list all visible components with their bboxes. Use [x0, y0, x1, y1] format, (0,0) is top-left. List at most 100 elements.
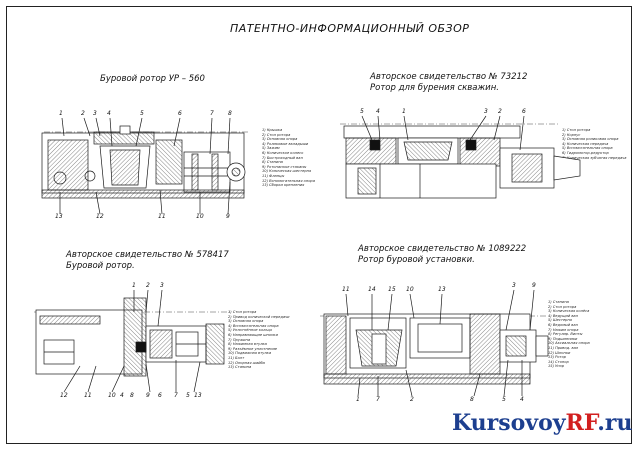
legend-item: 9) Ротопасные стаканы — [262, 164, 307, 169]
caption-line: Авторское свидетельство № 578417 — [66, 250, 229, 260]
callout-number: 12 — [60, 392, 68, 399]
callout-number: 5 — [186, 392, 190, 399]
caption-line: Буровой ротор. — [66, 261, 135, 271]
callout-number: 7 — [210, 110, 214, 117]
legend-item: 7) Нажим опора — [548, 327, 579, 332]
callout-number: 1 — [132, 282, 136, 289]
legend-item: 9) Подшипники — [548, 336, 578, 341]
callout-number: 13 — [194, 392, 202, 399]
callout-number: 8 — [228, 110, 232, 117]
legend-item: 9) Разъёмное уплотнение — [228, 346, 277, 351]
legend-item: 8) Станина — [262, 160, 283, 165]
legend-item: 1) Крышка — [262, 128, 283, 132]
watermark-part: Kursovoy — [452, 410, 566, 436]
callout-number: 1 — [356, 396, 360, 403]
legend-item: 11) Привод. вал — [548, 345, 579, 350]
sheet-frame — [6, 6, 632, 444]
legend-item: 12) Опорная шайба — [228, 360, 265, 365]
view-3-drawing — [34, 289, 230, 393]
legend-item: 5) Шестерня — [548, 318, 572, 323]
callout-number: 5 — [140, 110, 144, 117]
callout-number: 4 — [520, 396, 524, 403]
legend-view-2: 1) Стол ротора 2) Корпус 3) Основная рол… — [562, 128, 627, 160]
legend-item: 15) Упор — [548, 364, 565, 369]
callout-number: 8 — [470, 396, 474, 403]
callout-number: 2 — [498, 108, 502, 115]
callout-number: 7 — [376, 396, 380, 403]
callout-number: 13 — [55, 213, 63, 220]
callout-number: 4 — [107, 110, 111, 117]
callout-number: 11 — [84, 392, 92, 399]
view-2-drawing — [340, 115, 581, 199]
callout-number: 10 — [196, 213, 204, 220]
legend-item: 1) Стол ротора — [562, 128, 591, 132]
legend-item: 3) Основная роликовая опора — [562, 137, 619, 142]
legend-item: 5) Вспомогательная опора — [562, 146, 613, 151]
legend-item: 5) Зажим — [262, 146, 280, 151]
legend-item: 13) Сборки крепления — [262, 183, 305, 188]
legend-item: 2) Стол ротора — [262, 132, 291, 137]
sheet-title: ПАТЕНТНО-ИНФОРМАЦИОННЫЙ ОБЗОР — [230, 22, 470, 35]
callout-number: 6 — [522, 108, 526, 115]
caption-view-3: Авторское свидетельство № 578417 Буровой… — [66, 250, 229, 272]
legend-item: 1) Станина — [548, 300, 569, 304]
legend-item: 1) Стол ротора — [228, 310, 257, 314]
callout-number: 10 — [406, 286, 414, 293]
callout-number: 14 — [368, 286, 376, 293]
legend-item: 12) Вспомогательная опора — [262, 178, 315, 183]
callout-number: 6 — [158, 392, 162, 399]
callout-number: 2 — [410, 396, 414, 403]
caption-line: Ротор буровой установки. — [358, 255, 475, 265]
view-1-drawing — [41, 117, 250, 215]
legend-item: 2) Стол ротора — [548, 304, 577, 309]
callout-number: 9 — [146, 392, 150, 399]
legend-item: 8) Нажимная втулка — [228, 342, 267, 347]
caption-view-2: Авторское свидетельство № 73212 Ротор дл… — [370, 72, 527, 94]
legend-item: 13) Ротор — [548, 355, 567, 360]
callout-number: 11 — [158, 213, 166, 220]
legend-item: 3) Коническая колёса — [548, 309, 590, 314]
watermark-part: RF — [565, 410, 598, 436]
caption-line: Авторское свидетельство № 1089222 — [358, 244, 527, 254]
callout-number: 11 — [342, 286, 350, 293]
legend-item: 2) Корпус — [562, 132, 581, 137]
callout-number: 2 — [81, 110, 85, 117]
legend-item: 7) Коническая зубчатая передача — [562, 155, 627, 160]
legend-item: 6) Коническое колесо — [262, 150, 304, 155]
callout-number: 8 — [130, 392, 134, 399]
legend-item: 5) Уплотнённое кольцо — [228, 328, 273, 333]
callout-number: 1 — [402, 108, 406, 115]
callout-number: 3 — [93, 110, 97, 117]
legend-item: 6) Гидромотор-редуктор — [562, 150, 609, 155]
callout-number: 9 — [532, 282, 536, 289]
legend-item: 14) Стопор — [548, 359, 569, 364]
callout-number: 9 — [226, 213, 230, 220]
caption-line: Авторское свидетельство № 73212 — [370, 72, 528, 82]
callout-number: 10 — [108, 392, 116, 399]
callout-number: 12 — [96, 213, 104, 220]
callout-number: 13 — [438, 286, 446, 293]
legend-view-4: 1) Станина 2) Стол ротора 3) Коническая … — [548, 300, 590, 369]
callout-number: 1 — [59, 110, 63, 117]
legend-item: 8) Регулир. Винты — [548, 332, 583, 337]
legend-item: 6) Ведомый вал — [548, 322, 578, 327]
caption-line: Буровой ротор УР – 560 — [100, 74, 205, 84]
legend-item: 11) Фланцы — [262, 173, 285, 178]
callout-number: 4 — [376, 108, 380, 115]
legend-item: 3) Основная опора — [228, 319, 264, 324]
callout-number: 3 — [484, 108, 488, 115]
legend-item: 7) Быстроходный вал — [262, 155, 303, 160]
legend-item: 12) Шпонки — [548, 350, 571, 355]
caption-view-1: Буровой ротор УР – 560 — [100, 74, 205, 85]
callout-number: 7 — [174, 392, 178, 399]
legend-item: 4) Роликовые вкладыши — [262, 141, 309, 146]
callout-number: 15 — [388, 286, 396, 293]
legend-item: 4) Ведущий вал — [548, 313, 578, 318]
callout-number: 3 — [160, 282, 164, 289]
view-4-drawing — [320, 289, 549, 397]
callout-number: 3 — [512, 282, 516, 289]
legend-view-1: 1) Крышка 2) Стол ротора 3) Основная опо… — [262, 128, 315, 188]
caption-view-4: Авторское свидетельство № 1089222 Ротор … — [358, 244, 526, 266]
